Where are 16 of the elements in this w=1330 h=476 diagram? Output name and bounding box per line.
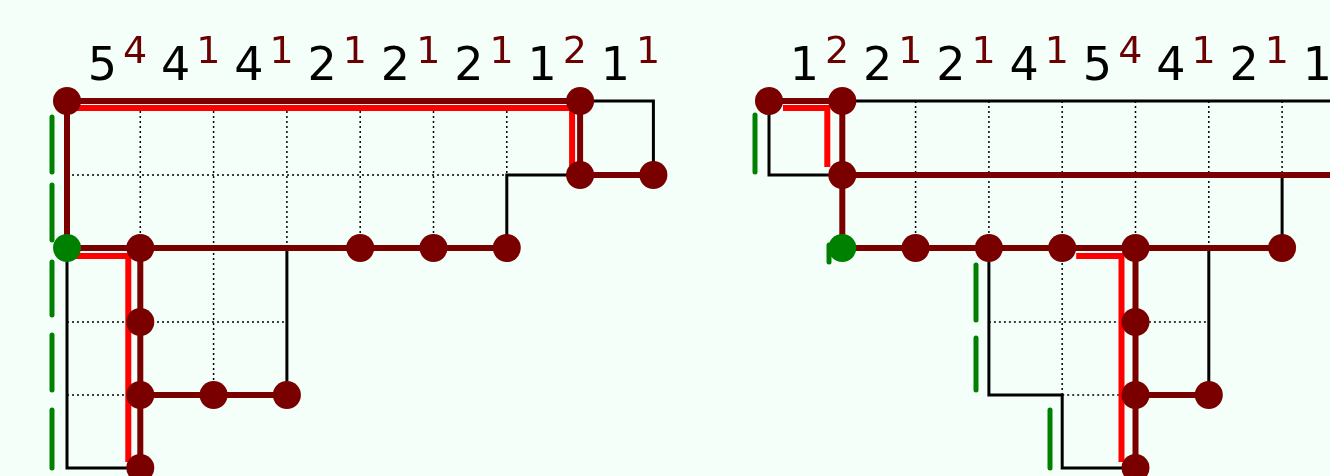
column-label: 4$^{1}$ <box>234 36 294 92</box>
column-label: 5$^{4}$ <box>1082 36 1143 92</box>
column-label: 5$^{4}$ <box>87 36 148 92</box>
column-label: 4$^{1}$ <box>1009 36 1069 92</box>
column-label: 2$^{1}$ <box>307 36 367 92</box>
column-label: 2$^{1}$ <box>380 36 441 92</box>
column-label: 1 <box>1302 36 1330 92</box>
column-label: 4$^{1}$ <box>1156 36 1216 92</box>
column-label: 1$^{2}$ <box>789 36 850 92</box>
column-label: 4$^{1}$ <box>160 36 221 92</box>
column-label: 2$^{1}$ <box>1229 36 1289 92</box>
column-label: 1$^{1}$ <box>600 36 661 92</box>
column-label: 2$^{1}$ <box>862 36 923 92</box>
column-label: 2$^{1}$ <box>454 36 514 92</box>
column-label: 1$^{2}$ <box>527 36 587 92</box>
column-label: 2$^{1}$ <box>936 36 996 92</box>
